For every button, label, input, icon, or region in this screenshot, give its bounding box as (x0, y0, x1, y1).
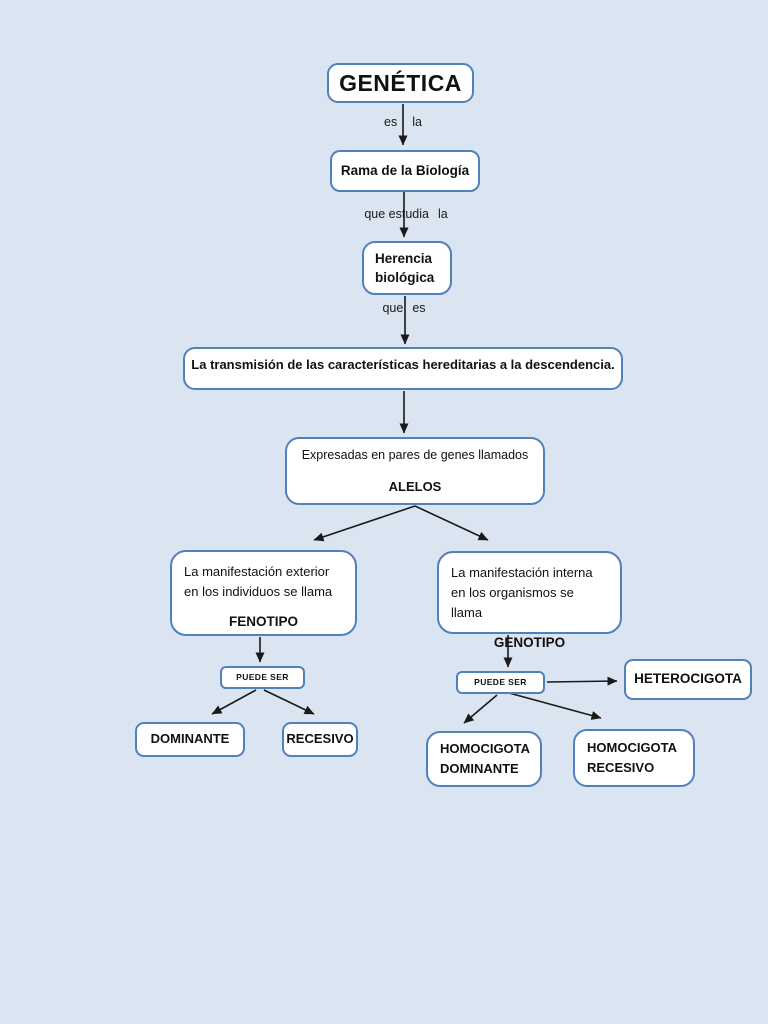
connector-puedeser-homodominante (463, 694, 498, 724)
node-homocigota-dominante-line2: DOMINANTE (440, 761, 519, 776)
node-herencia-line2: biológica (375, 270, 435, 285)
node-recesivo-label: RECESIVO (286, 731, 354, 747)
node-dominante: DOMINANTE (135, 722, 245, 757)
node-genotipo-name: GENOTIPO (493, 635, 566, 650)
node-genotipo-line2: en los organismos se llama (451, 585, 574, 620)
edge-label-que-estudia: que estudia (364, 207, 429, 221)
edge-label-que: que (382, 301, 404, 315)
node-genotipo-line1: La manifestación interna (451, 565, 593, 580)
node-puede-ser-fenotipo-label: PUEDE SER (236, 672, 289, 683)
node-herencia-biologica: Herencia biológica (362, 241, 452, 295)
node-homocigota-dominante: HOMOCIGOTA DOMINANTE (426, 731, 542, 787)
node-fenotipo: La manifestación exterior en los individ… (170, 550, 357, 636)
node-puede-ser-genotipo-label: PUEDE SER (474, 677, 527, 688)
edge-label-es-2: es (412, 301, 426, 315)
node-genetica: GENÉTICA (327, 63, 474, 103)
node-heterocigota-label: HETEROCIGOTA (634, 671, 742, 687)
connector-puedeser-recesivo (263, 689, 315, 715)
node-alelos: Expresadas en pares de genes llamados AL… (285, 437, 545, 505)
node-alelos-line1: Expresadas en pares de genes llamados (301, 448, 529, 462)
node-rama-label: Rama de la Biología (340, 162, 470, 178)
node-recesivo: RECESIVO (282, 722, 358, 757)
node-puede-ser-genotipo: PUEDE SER (456, 671, 545, 694)
connector-puedeser-dominante (211, 689, 257, 715)
edge-label-es-la: es la (384, 115, 422, 129)
node-fenotipo-line1: La manifestación exterior (184, 564, 330, 579)
edge-label-es: es (384, 115, 398, 129)
edge-label-que-es: que es (382, 301, 425, 315)
edge-label-la-2: la (437, 207, 448, 221)
node-transmision-label: La transmisión de las características he… (191, 357, 615, 372)
edge-label-que-estudia-la: que estudia la (364, 207, 447, 221)
node-herencia-line1: Herencia (375, 251, 433, 266)
node-transmision: La transmisión de las características he… (183, 347, 623, 390)
connector-alelos-genotipo (414, 505, 489, 541)
edge-label-la: la (412, 115, 422, 129)
node-fenotipo-line2: en los individuos se llama (184, 584, 333, 599)
node-homocigota-recesivo: HOMOCIGOTA RECESIVO (573, 729, 695, 787)
node-homocigota-dominante-line1: HOMOCIGOTA (440, 741, 531, 756)
node-dominante-label: DOMINANTE (150, 731, 230, 747)
node-fenotipo-name: FENOTIPO (228, 614, 298, 629)
node-genetica-label: GENÉTICA (339, 69, 462, 96)
connector-puedeser-homorecesivo (508, 692, 602, 720)
node-alelos-line2: ALELOS (388, 478, 442, 494)
node-puede-ser-fenotipo: PUEDE SER (220, 666, 305, 689)
node-heterocigota: HETEROCIGOTA (624, 659, 752, 700)
connector-alelos-fenotipo (313, 505, 416, 542)
node-homocigota-recesivo-line2: RECESIVO (587, 760, 655, 775)
node-genotipo: La manifestación interna en los organism… (437, 551, 622, 650)
connector-puedeser-heterocigota (546, 676, 618, 686)
node-homocigota-recesivo-line1: HOMOCIGOTA (587, 740, 678, 755)
node-rama-biologia: Rama de la Biología (330, 150, 480, 192)
